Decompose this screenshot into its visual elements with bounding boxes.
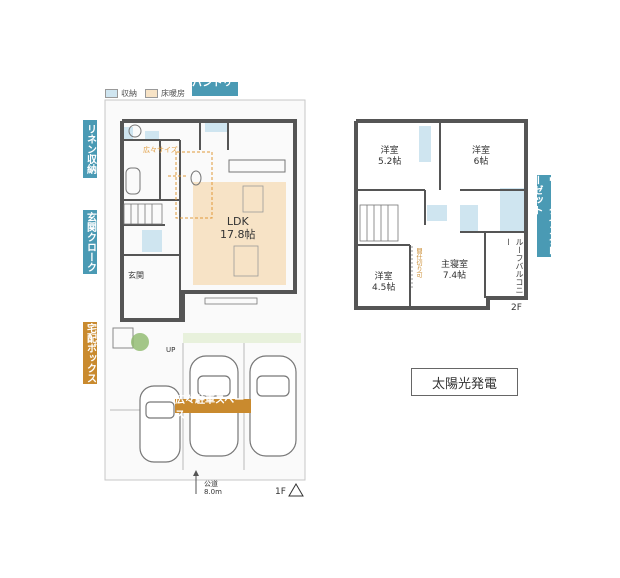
car-3 xyxy=(249,355,297,457)
ldk-name: LDK xyxy=(226,215,249,228)
sink xyxy=(128,124,142,138)
solar-power-box: 太陽光発電 xyxy=(411,368,518,396)
stairs-2f xyxy=(359,204,399,242)
road-arrowhead xyxy=(193,470,199,476)
room-1-name: 洋室 xyxy=(380,146,399,156)
tag-entrance-cloak: 玄関クローク xyxy=(83,210,97,274)
roof-balcony: ルーフバルコニー xyxy=(504,238,524,294)
room-1-size: 5.2帖 xyxy=(378,157,402,167)
room-2-size: 6帖 xyxy=(473,157,489,167)
label-wide-size: 広々サイズ xyxy=(143,146,178,154)
storage-washroom xyxy=(145,131,159,139)
legend-floor-heating-label: 床暖房 xyxy=(161,89,185,98)
label-up: UP xyxy=(166,346,176,354)
master-bedroom: 主寝室 7.4帖 xyxy=(441,260,468,282)
legend-floor-heating: 床暖房 xyxy=(145,88,185,99)
road-width: 8.0m xyxy=(204,488,222,496)
storage-swatch xyxy=(105,89,118,98)
floor-heating-swatch xyxy=(145,89,158,98)
tag-walk-in-closet: ウォークインクローゼット xyxy=(531,175,557,257)
car-1 xyxy=(139,385,181,463)
kitchen-counter xyxy=(228,159,286,173)
stairs-1f xyxy=(123,203,163,225)
room-1: 洋室 5.2帖 xyxy=(378,146,401,168)
master-name: 主寝室 xyxy=(441,260,469,270)
floor-label-2f: 2F xyxy=(511,303,522,313)
floor-heating-ldk xyxy=(193,182,286,285)
bathtub xyxy=(125,167,141,195)
master-size: 7.4帖 xyxy=(442,271,467,281)
room-3-name: 洋室 xyxy=(374,272,393,282)
storage-2f-a xyxy=(419,126,431,162)
legend-storage-label: 収納 xyxy=(121,89,137,98)
inner-walls-2f xyxy=(356,121,526,308)
tag-pantry: パントリー xyxy=(192,78,238,104)
dining-table xyxy=(242,185,264,213)
ldk-size: 17.8帖 xyxy=(220,228,256,241)
wide-size-route xyxy=(168,151,213,219)
partition-note: 間仕切り可 xyxy=(415,248,422,278)
storage-2f-c xyxy=(500,188,524,232)
tree-icon xyxy=(131,333,149,351)
floor-label-1f: 1F xyxy=(275,487,286,497)
storage-linen xyxy=(123,127,133,139)
label-entrance: 玄関 xyxy=(128,271,144,280)
sofa xyxy=(233,245,259,277)
tag-delivery-box: 宅配ボックス xyxy=(83,322,97,384)
storage-pantry xyxy=(205,122,227,132)
room-2-name: 洋室 xyxy=(472,146,491,156)
road-info: 公道 8.0m xyxy=(204,480,222,496)
legend-storage: 収納 xyxy=(105,88,137,99)
tag-linen-storage: リネン収納 xyxy=(83,120,97,178)
lawn-area xyxy=(183,333,301,343)
room-2: 洋室 6帖 xyxy=(472,146,490,168)
ldk-label: LDK 17.8帖 xyxy=(220,215,256,241)
walls-1f xyxy=(120,119,297,322)
storage-2f-d xyxy=(427,205,447,221)
tag-parking: 広々駐車スペース xyxy=(175,395,251,421)
storage-2f-b xyxy=(460,205,478,233)
storage-cloak xyxy=(142,230,162,252)
room-3: 洋室 4.5帖 xyxy=(372,272,395,294)
north-arrow-icon xyxy=(288,483,304,497)
tv-board xyxy=(204,297,258,305)
road-label: 公道 xyxy=(204,480,218,488)
inner-walls-1f xyxy=(122,121,229,320)
walls-2f xyxy=(354,119,528,310)
toilet xyxy=(190,170,202,186)
room-3-size: 4.5帖 xyxy=(372,283,396,293)
